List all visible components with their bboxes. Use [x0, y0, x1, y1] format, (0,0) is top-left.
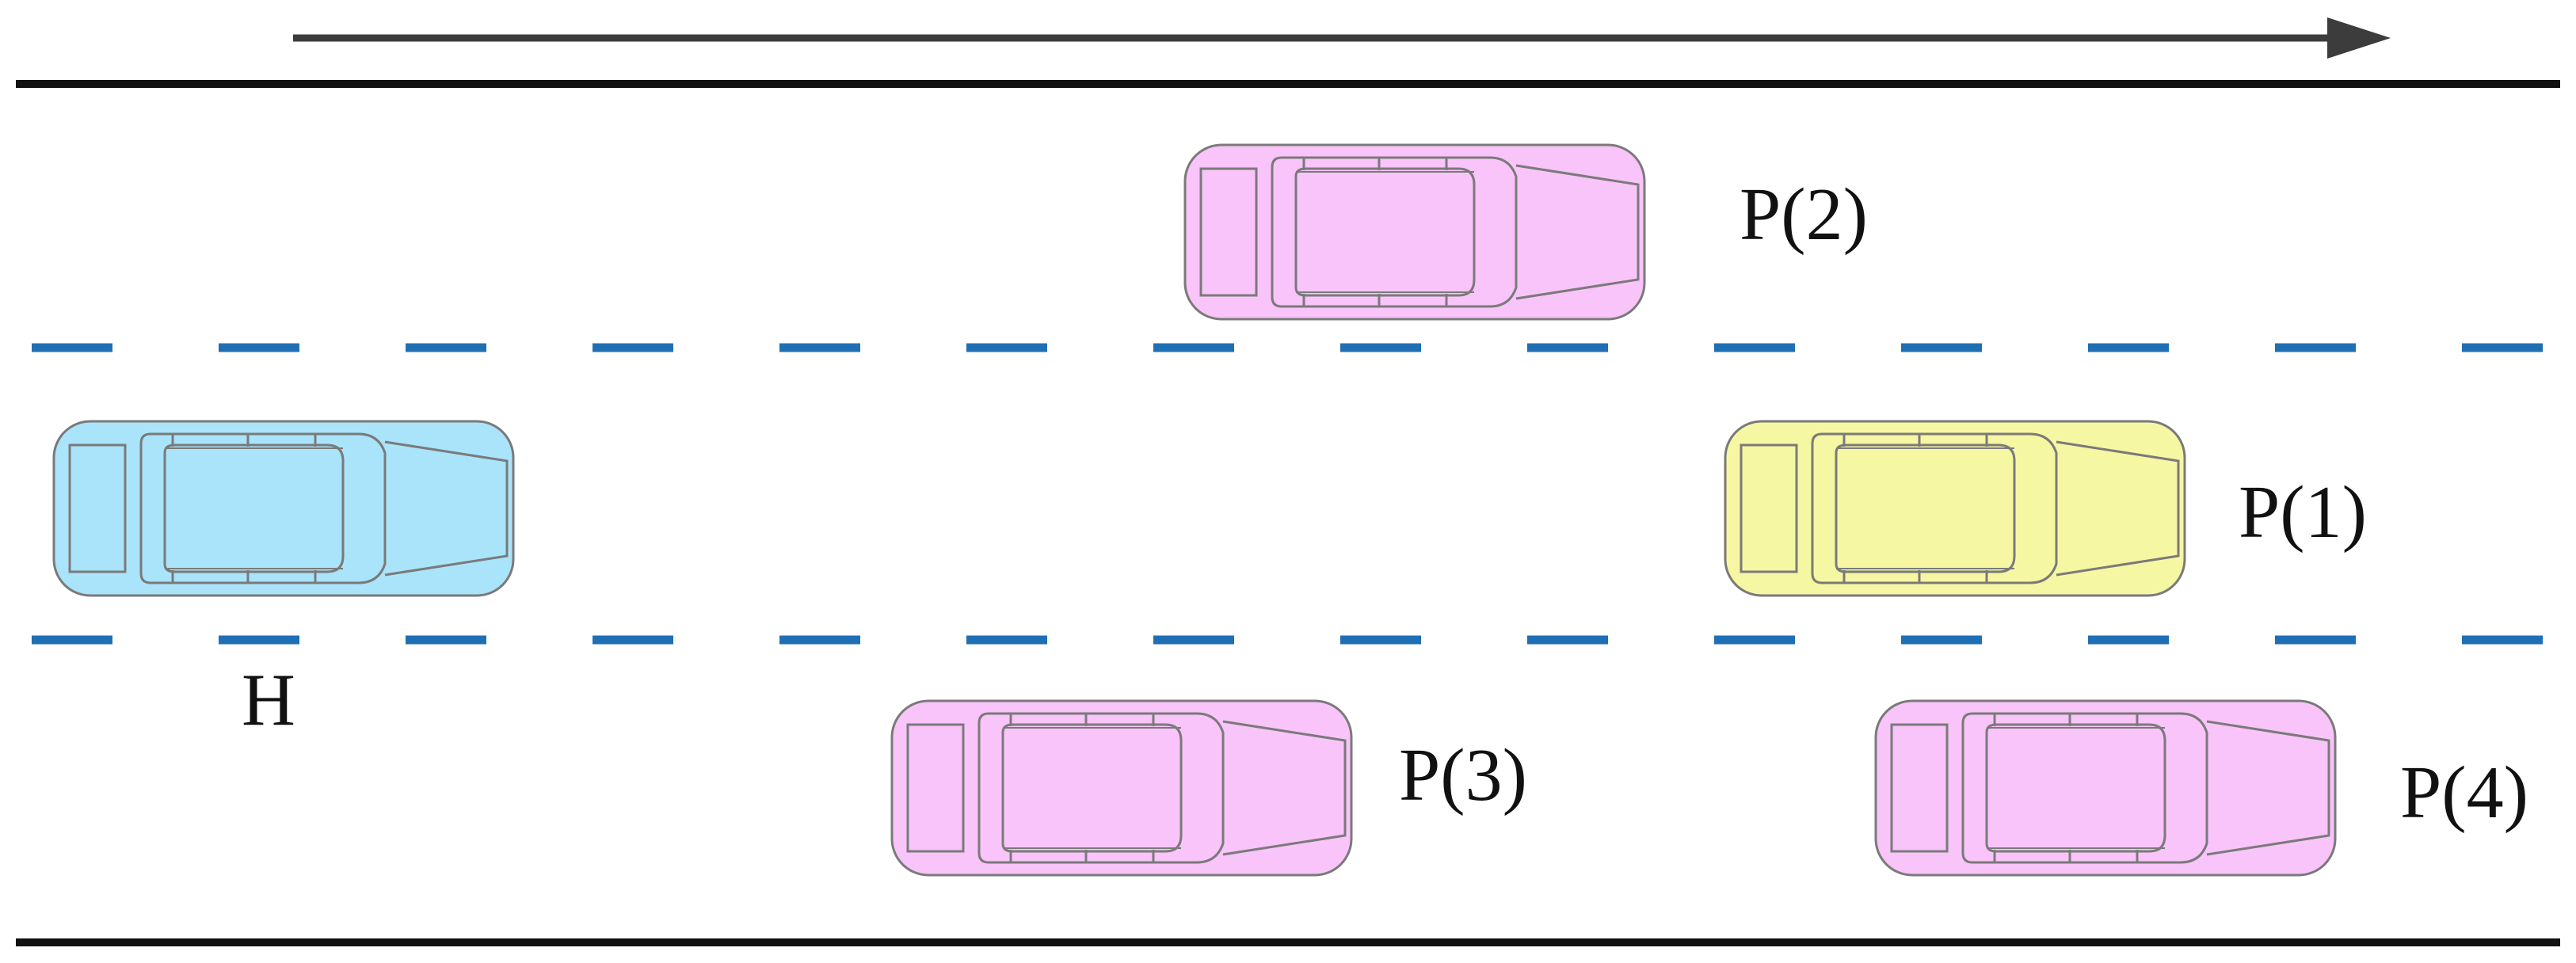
car-p1 — [1724, 420, 2186, 597]
car-p3 — [890, 699, 1353, 877]
car-p2-label: P(2) — [1740, 173, 1868, 256]
car-p4 — [1874, 699, 2337, 877]
car-p2 — [1183, 143, 1646, 321]
car-p1-label: P(1) — [2239, 471, 2367, 554]
direction-arrow — [293, 17, 2391, 59]
host-car-label: H — [242, 659, 295, 741]
arrow-head — [2327, 17, 2391, 59]
car-p4-label: P(4) — [2400, 752, 2528, 834]
car-p3-label: P(3) — [1399, 734, 1527, 816]
host-car — [52, 420, 515, 597]
